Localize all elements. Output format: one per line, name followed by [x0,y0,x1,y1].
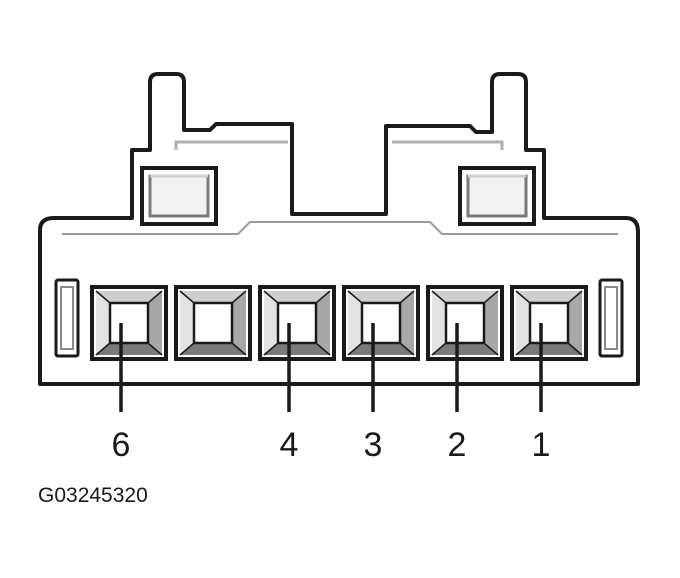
cavity-bevel-right [148,291,162,355]
figure-id: G03245320 [38,484,148,507]
cavity-bevel-left [348,291,362,355]
cavity-bevel-left [516,291,530,355]
cavity-bevel-top [348,291,414,303]
cavity-bevel-right [400,291,414,355]
left-tab-recess [174,140,288,150]
tab-recesses [174,140,504,150]
cavity [90,285,168,361]
cavity [426,285,504,361]
pin-number-label: 4 [280,426,299,464]
cavity-bevel-edge [95,290,111,304]
cavity-bevel-bottom [180,343,246,355]
cavity-bevel-top [432,291,498,303]
cavity-bevel-edge [515,342,531,356]
cavity-bevel-edge [399,342,415,356]
right-end-guide [598,278,624,358]
cavity-bevel-edge [483,342,499,356]
cavity-bevel-left [180,291,194,355]
cavity-bevel-left [264,291,278,355]
cavity-bevel-edge [567,342,583,356]
cavity-opening [108,301,150,345]
left-end-guide [54,278,80,358]
cavity-bevel-left [96,291,110,355]
cavity-bevel-edge [399,290,415,304]
cavity-bevel-edge [263,342,279,356]
housing-inner-shoulder [62,221,618,235]
cavity-bevel-edge [95,342,111,356]
cavity-bevel-edge [179,342,195,356]
pin-number-label: 2 [448,426,467,464]
cavity [174,285,252,361]
cavity-bevel-left [432,291,446,355]
cavity-bevel-edge [347,290,363,304]
cavity-bevel-edge [315,290,331,304]
cavity-bevel-right [316,291,330,355]
cavity-bevel-edge [231,342,247,356]
cavity-bevel-edge [147,342,163,356]
cavity-bevel-bottom [348,343,414,355]
end-guides [54,278,624,358]
cavity-bevel-edge [315,342,331,356]
cavity [342,285,420,361]
cavity-bevel-bottom [516,343,582,355]
cavity-bevel-right [232,291,246,355]
cavity-bevel-edge [263,290,279,304]
cavity-bevel-edge [431,290,447,304]
cavity-bevel-bottom [432,343,498,355]
cavity [510,285,588,361]
cavity-bevel-edge [431,342,447,356]
lock-windows [140,166,536,226]
pin-number-label: 1 [532,426,551,464]
cavity-bevel-edge [515,290,531,304]
leader-lines [119,323,543,412]
cavity-bevel-edge [347,342,363,356]
cavity-bevel-edge [179,290,195,304]
pin-number-label: 6 [112,426,131,464]
terminal-cavities [90,285,588,361]
cavity-opening [276,301,318,345]
pin-number-label: 3 [364,426,383,464]
cavity-bevel-top [264,291,330,303]
cavity-opening [192,301,234,345]
left-lock-window [140,166,218,226]
pin-labels: 6 4 3 2 1 [112,426,551,464]
cavity-bevel-edge [567,290,583,304]
right-tab-recess [392,140,504,150]
cavity-bevel-bottom [96,343,162,355]
cavity-opening [528,301,570,345]
cavity-bevel-top [96,291,162,303]
cavity [258,285,336,361]
cavity-opening [360,301,402,345]
right-lock-window [458,166,536,226]
cavity-bevel-edge [147,290,163,304]
cavity-bevel-edge [231,290,247,304]
cavity-bevel-bottom [264,343,330,355]
cavity-opening [444,301,486,345]
cavity-bevel-right [484,291,498,355]
cavity-bevel-right [568,291,582,355]
cavity-bevel-edge [483,290,499,304]
cavity-bevel-top [516,291,582,303]
cavity-bevel-top [180,291,246,303]
